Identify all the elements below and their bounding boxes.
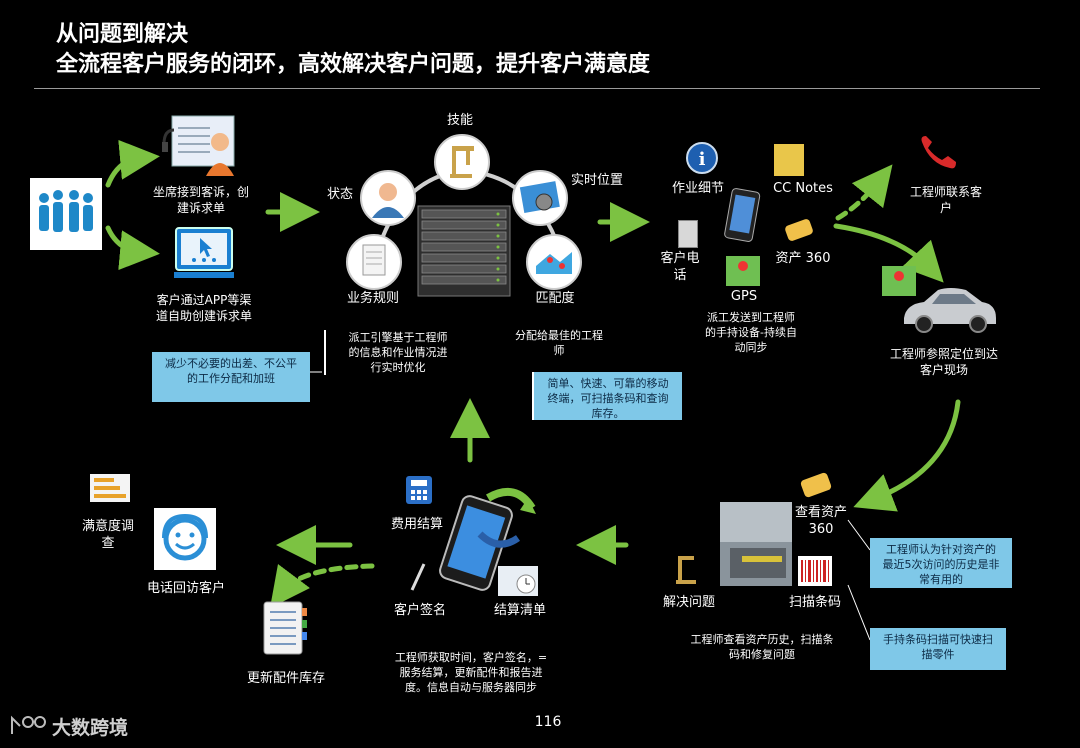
status-label: 状态 (318, 186, 362, 203)
location-label: 实时位置 (566, 172, 628, 189)
customer-phone-label: 客户电 话 (652, 250, 708, 284)
watermark-logo-icon (8, 712, 48, 738)
reduce-waste-box: 减少不必要的出差、不公平 的工作分配和加班 (152, 352, 310, 402)
rating-stars-icon (90, 474, 130, 502)
stylus-pen-icon (408, 562, 428, 592)
skill-caliper-icon (434, 134, 490, 190)
dispatch-sync-note: 派工发送到工程师 的手持设备-持续自 动同步 (692, 310, 810, 355)
view-asset-label: 查看资产 360 (790, 504, 852, 538)
asset-history-box: 工程师认为针对资产的 最近5次访问的历史是非 常有用的 (870, 538, 1012, 588)
status-person-icon (360, 170, 416, 226)
best-engineer-note: 分配给最佳的工程 师 (504, 328, 614, 358)
scan-label: 扫描条码 (782, 594, 848, 611)
asset-view-scroll-icon (798, 470, 834, 500)
signature-label: 客户签名 (382, 602, 458, 619)
inventory-notebook-icon (258, 600, 308, 658)
onsite-note: 工程师查看资产历史，扫描条 码和修复问题 (676, 632, 848, 662)
car-icon (900, 280, 1000, 336)
contact-customer-label: 工程师联系客 户 (900, 184, 992, 216)
solve-label: 解决问题 (654, 594, 724, 611)
match-map-icon (526, 234, 582, 290)
asset-scroll-icon (782, 216, 816, 244)
inventory-label: 更新配件库存 (236, 670, 336, 687)
asset360-label: 资产 360 (772, 250, 834, 267)
skill-label: 技能 (432, 112, 488, 129)
phone-icon (678, 220, 698, 248)
dispatch-note: 派工引擎基于工程师 的信息和作业情况进 行实时优化 (324, 330, 464, 375)
telephone-icon (916, 134, 962, 172)
technician-photo (720, 502, 792, 586)
gps-map-icon (726, 256, 760, 286)
navigate-label: 工程师参照定位到达 客户现场 (882, 346, 1006, 378)
survey-label: 满意度调 查 (78, 518, 138, 552)
mobile-terminal-box: 简单、快速、可靠的移动 终端，可扫描条码和查询 库存。 (532, 372, 682, 420)
page-number: 116 (520, 714, 576, 730)
caliper-icon (672, 554, 702, 586)
location-map-icon (512, 170, 568, 226)
statement-label: 结算清单 (482, 602, 558, 619)
cc-notes-icon (774, 144, 804, 176)
rules-label: 业务规则 (340, 290, 406, 307)
rules-document-icon (346, 234, 402, 290)
info-icon: i (684, 140, 724, 180)
closeout-note: 工程师获取时间，客户签名，= 服务结算，更新配件和报告进 度。信息自动与服务器同… (378, 650, 564, 695)
callback-smiley-icon (154, 508, 216, 570)
match-label: 匹配度 (526, 290, 584, 307)
callback-label: 电话回访客户 (132, 580, 240, 597)
svg-text:i: i (699, 149, 706, 170)
watermark-text: 大数跨境 (52, 713, 128, 740)
barcode-icon (798, 556, 832, 586)
handheld-phone-icon (722, 188, 762, 244)
barcode-scan-box: 手持条码扫描可快速扫 描零件 (870, 628, 1006, 670)
cc-notes-label: CC Notes (768, 180, 838, 197)
gps-label: GPS (724, 288, 764, 305)
dispatch-server-icon (414, 204, 514, 298)
statement-clock-icon (498, 566, 538, 596)
